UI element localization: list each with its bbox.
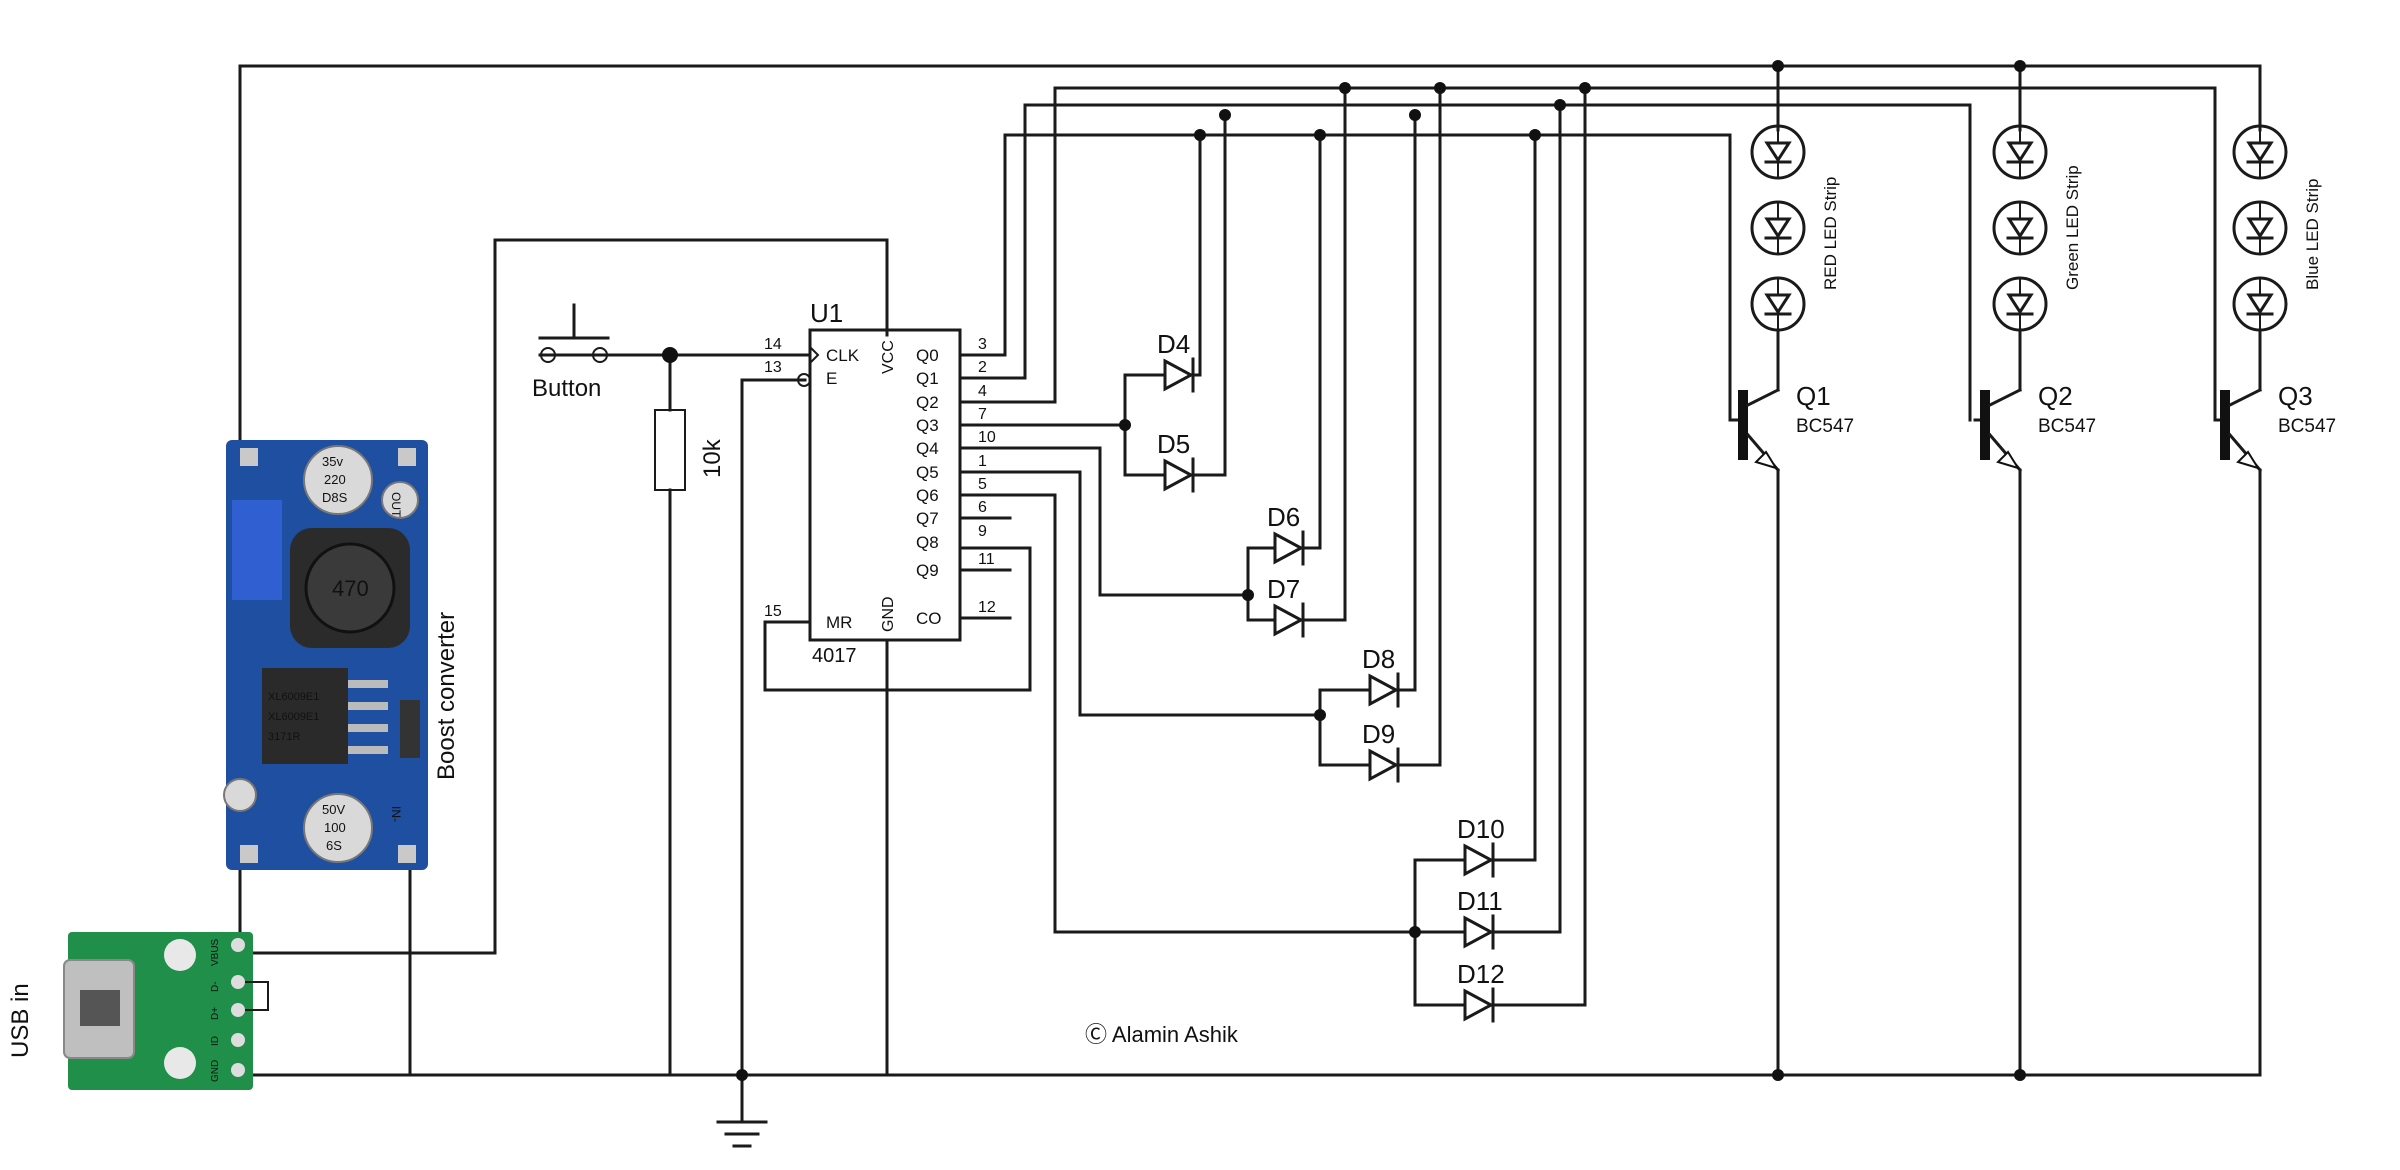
- ic-pin-number: 2: [978, 359, 987, 376]
- diode: D12: [1457, 959, 1505, 1023]
- diode: D4: [1157, 329, 1195, 393]
- diode-label: D12: [1457, 959, 1505, 989]
- boost-in-label: IN-: [389, 806, 403, 822]
- usb-pin-gnd: GND: [210, 1060, 221, 1082]
- transistor-part: BC547: [2038, 416, 2096, 437]
- usb-pin-dminus: D-: [210, 981, 221, 992]
- led-strip-label: Green LED Strip: [2063, 165, 2082, 290]
- ic-pin-name: Q9: [916, 561, 939, 580]
- ground-symbol: [716, 1120, 768, 1148]
- ic-pin-number: 9: [978, 523, 987, 540]
- boost-cap-bottom-1: 50V: [322, 802, 345, 817]
- boost-cap-top-3: D8S: [322, 490, 348, 505]
- usb-pin-id: ID: [210, 1036, 221, 1046]
- ic-pin-name: CO: [916, 609, 942, 628]
- ic-pin-name: Q5: [916, 463, 939, 482]
- boost-cap-top-2: 220: [324, 472, 346, 487]
- wires: [238, 64, 2262, 1122]
- ic-pin-number: 14: [764, 336, 782, 353]
- ic-pin-name: Q3: [916, 416, 939, 435]
- transistor-label: Q2: [2038, 381, 2073, 411]
- push-button: Button: [532, 303, 610, 402]
- ic-pin-number: 12: [978, 599, 996, 616]
- ic-pin-name: Q2: [916, 393, 939, 412]
- boost-inductor-value: 470: [332, 576, 369, 601]
- ic-pin-number: 1: [978, 453, 987, 470]
- boost-cap-bottom-2: 100: [324, 820, 346, 835]
- diode: D10: [1457, 814, 1505, 878]
- boost-converter-label: Boost converter: [433, 612, 460, 780]
- boost-chip-3: 3171R: [268, 731, 300, 743]
- boost-chip-2: XL6009E1: [268, 711, 319, 723]
- ic-part: 4017: [812, 645, 857, 667]
- usb-breakout: VBUS D- D+ ID GND USB in: [7, 932, 269, 1090]
- ic-pin-name: Q0: [916, 346, 939, 365]
- ic-pin-number: 3: [978, 336, 987, 353]
- ic-pin-number: 10: [978, 429, 996, 446]
- transistor-label: Q1: [1796, 381, 1831, 411]
- ic-pin-number: 4: [978, 383, 987, 400]
- diode-label: D5: [1157, 429, 1190, 459]
- ic-vcc: VCC: [880, 340, 897, 374]
- boost-cap-bottom-3: 6S: [326, 838, 342, 853]
- credit-text: Ⓒ Alamin Ashik: [1085, 1022, 1239, 1047]
- boost-chip-1: XL6009E1: [268, 691, 319, 703]
- boost-cap-top-1: 35v: [322, 454, 343, 469]
- boost-out-label: OUT: [389, 492, 403, 518]
- diode-label: D6: [1267, 502, 1300, 532]
- junction-dots: [662, 60, 2026, 1081]
- ic-pin-name: Q1: [916, 369, 939, 388]
- ic-pin-name: Q6: [916, 486, 939, 505]
- ic-pin-name: Q4: [916, 439, 939, 458]
- diode: D9: [1362, 719, 1400, 783]
- diode: D6: [1267, 502, 1305, 566]
- ic-pin-number: 6: [978, 499, 987, 516]
- diode: D5: [1157, 429, 1195, 493]
- diode-label: D4: [1157, 329, 1190, 359]
- ic-pin-name: Q7: [916, 509, 939, 528]
- led-strip-label: Blue LED Strip: [2303, 179, 2322, 291]
- transistor-label: Q3: [2278, 381, 2313, 411]
- diode-label: D11: [1457, 886, 1503, 916]
- resistor-10k: 10k: [654, 409, 726, 491]
- ic-pin-number: 15: [764, 603, 782, 620]
- transistor-part: BC547: [1796, 416, 1854, 437]
- diode: D8: [1362, 644, 1400, 708]
- ic-pin-number: 7: [978, 406, 987, 423]
- ic-gnd: GND: [880, 596, 897, 632]
- ic-pin-name: MR: [826, 613, 852, 632]
- ic-pin-name: Q8: [916, 533, 939, 552]
- ic-pin-number: 11: [978, 551, 995, 568]
- diode-label: D8: [1362, 644, 1395, 674]
- ic-pin-number: 13: [764, 359, 782, 376]
- diode-label: D10: [1457, 814, 1505, 844]
- boost-converter: 35v 220 D8S 470 XL6009E1 XL6009E1 3171R …: [223, 440, 460, 870]
- usb-pin-dplus: D+: [210, 1007, 221, 1020]
- usb-in-label: USB in: [7, 983, 34, 1058]
- diode-label: D7: [1267, 574, 1300, 604]
- led-strip-label: RED LED Strip: [1821, 177, 1840, 290]
- usb-pin-vbus: VBUS: [210, 938, 221, 966]
- diode-label: D9: [1362, 719, 1395, 749]
- ic-ref: U1: [810, 298, 843, 328]
- button-label: Button: [532, 375, 601, 402]
- ic-pin-number: 5: [978, 476, 987, 493]
- diode: D7: [1267, 574, 1305, 638]
- transistor-part: BC547: [2278, 416, 2336, 437]
- ic-pin-name: CLK: [826, 346, 860, 365]
- diode: D11: [1457, 886, 1503, 950]
- resistor-label: 10k: [699, 438, 726, 478]
- ic-pin-name: E: [826, 369, 837, 388]
